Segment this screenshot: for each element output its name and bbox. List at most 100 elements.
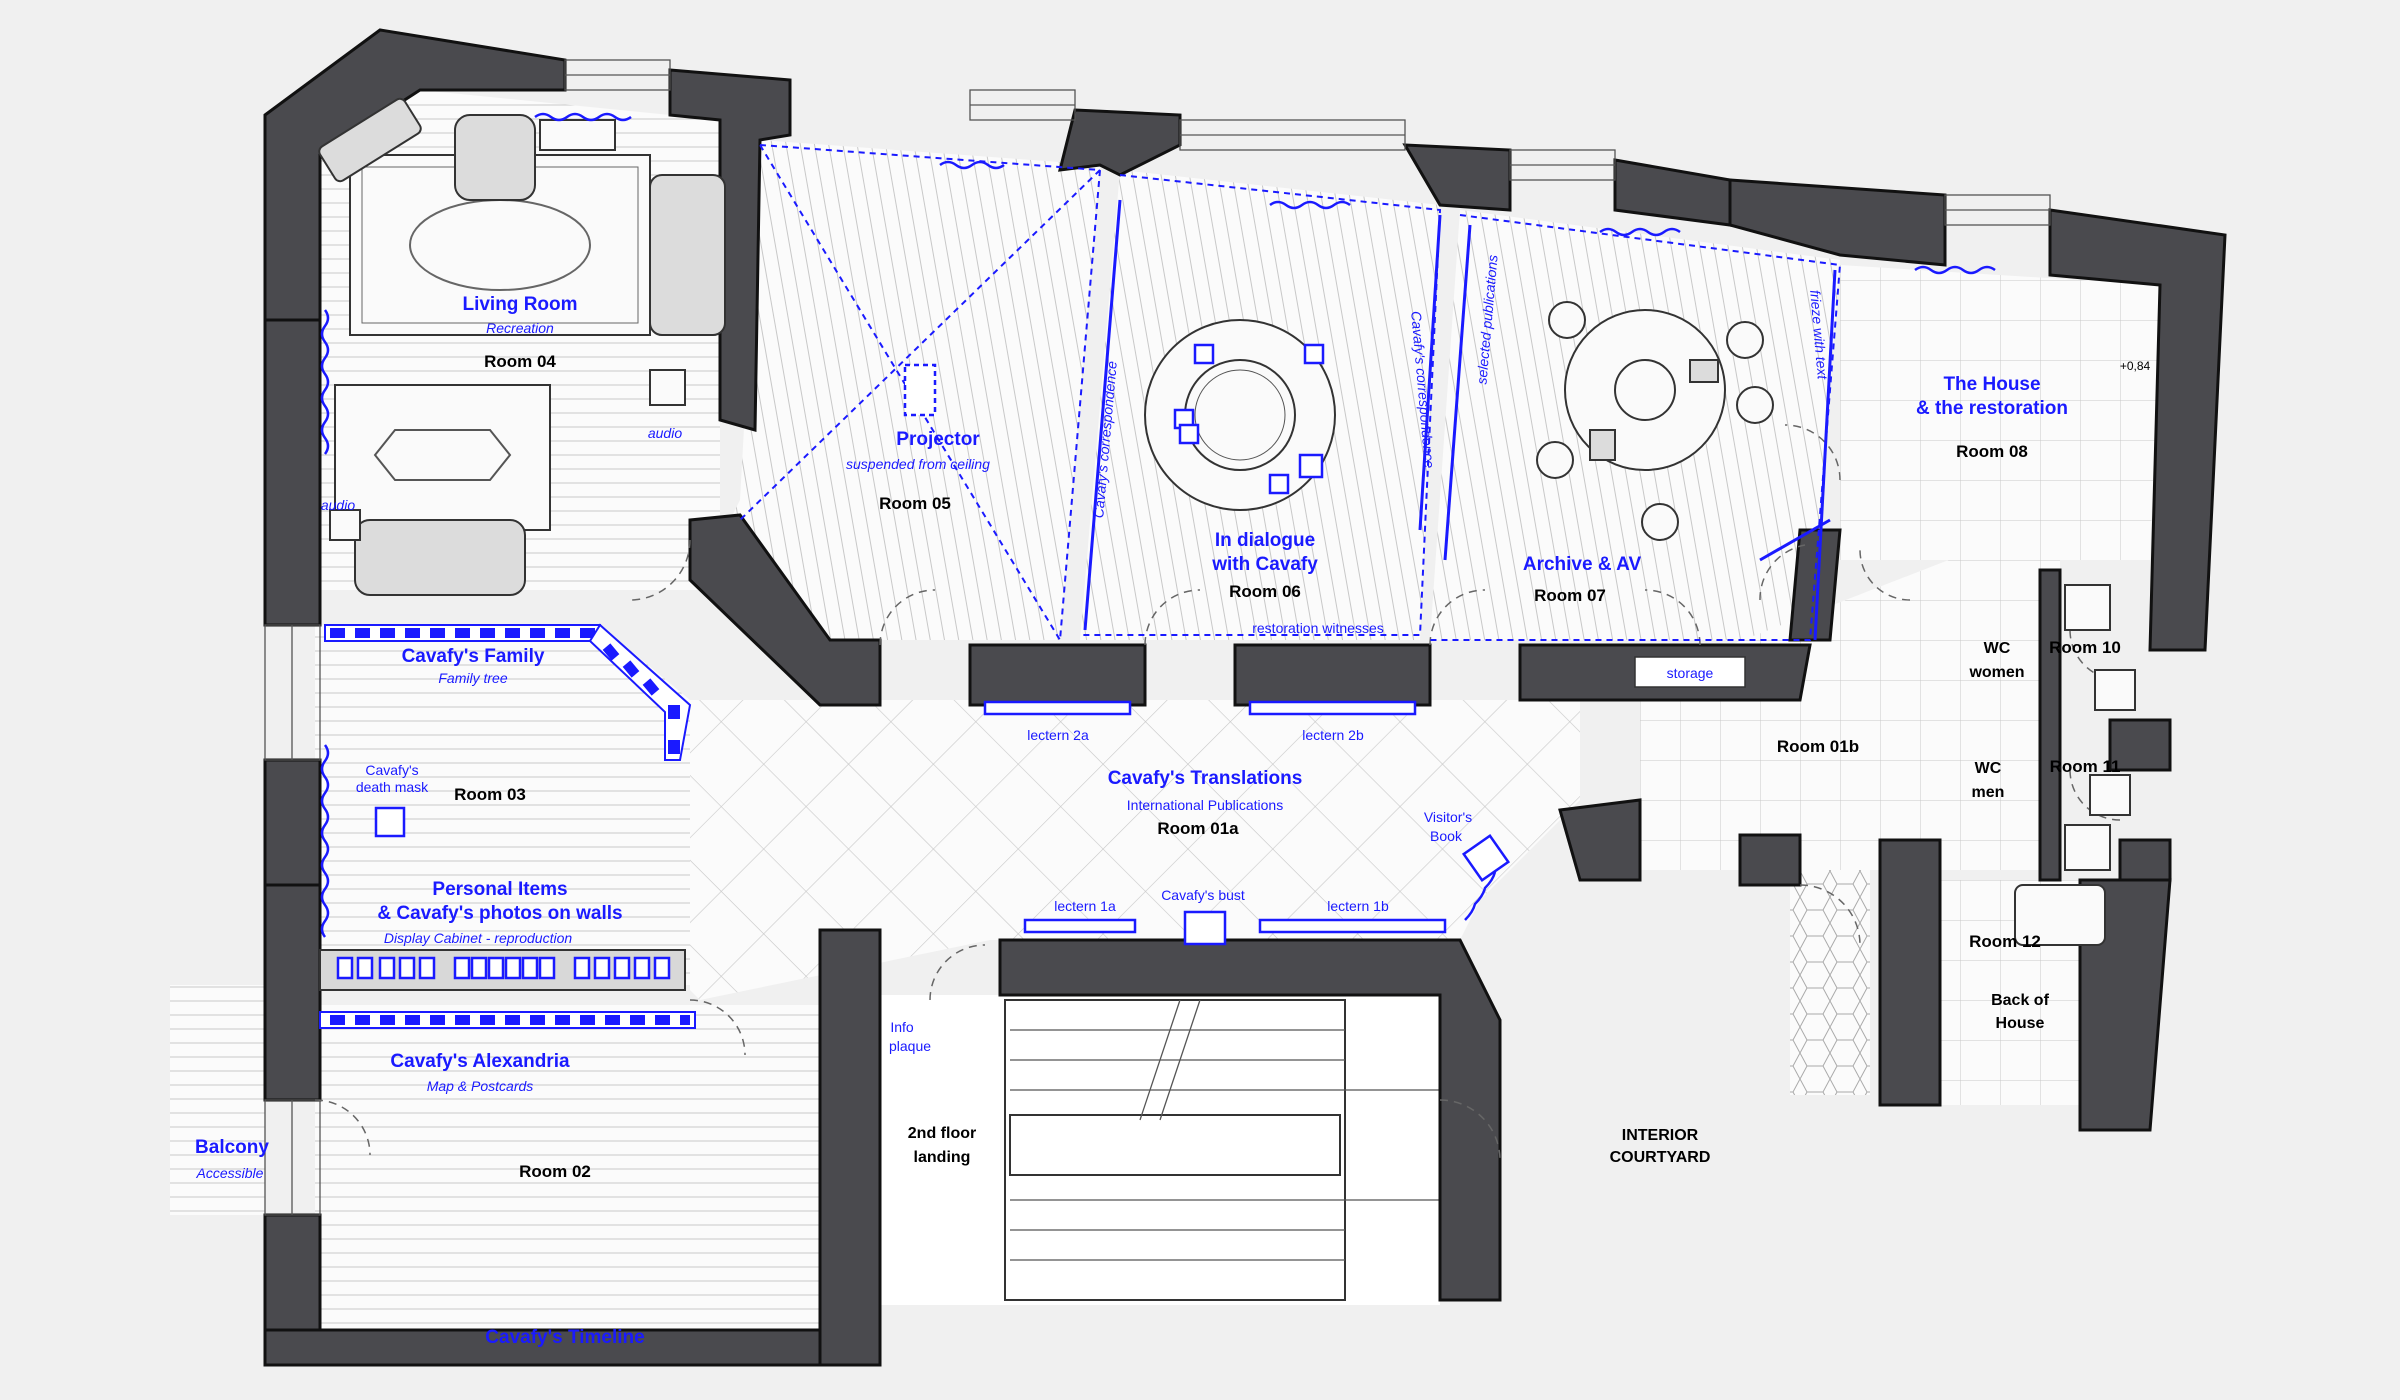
courtyard-2: COURTYARD — [1610, 1149, 1711, 1166]
balcony-title: Balcony — [195, 1137, 269, 1158]
wall-n1 — [668, 68, 792, 432]
wall-01b-s1 — [1738, 833, 1802, 887]
projector — [903, 363, 937, 417]
wall-01a-01b — [1558, 798, 1642, 882]
room-06-bottom: restoration witnesses — [1252, 620, 1384, 636]
audio-1-box — [649, 369, 686, 406]
room-01a-subtitle: International Publications — [1127, 797, 1283, 813]
bust-pedestal — [1183, 910, 1227, 946]
windows — [264, 59, 2051, 1216]
wall-display-01a — [1464, 871, 1497, 921]
wall-n4 — [1613, 158, 1732, 227]
room-04-title: Living Room — [462, 294, 577, 315]
room-05-title: Projector — [896, 429, 980, 450]
wc-men-2: men — [1972, 784, 2005, 801]
info-plaque-1: Info — [890, 1019, 914, 1035]
wall-stair-w — [818, 928, 882, 1367]
wall-pier-2 — [1233, 643, 1432, 707]
desk — [318, 97, 422, 183]
room-03-title2-1: Personal Items — [432, 879, 567, 900]
storage-label: storage — [1667, 665, 1714, 681]
correspondence-wall-05 — [1083, 199, 1122, 631]
balcony-floor — [170, 985, 265, 1215]
sofa-2 — [354, 519, 526, 596]
death-mask-1: Cavafy's — [365, 762, 418, 778]
back-of-house-1: Back of — [1991, 992, 2049, 1009]
wall-display-06 — [1269, 200, 1351, 210]
room-07-title: Archive & AV — [1523, 554, 1642, 575]
room-04-subtitle: Recreation — [486, 320, 554, 336]
level-mark: +0,84 — [2120, 359, 2151, 373]
room-01b-floor — [1640, 540, 2060, 870]
wc-women-1: WC — [1984, 640, 2011, 657]
back-of-house-2: House — [1996, 1015, 2045, 1032]
living-room-furniture — [318, 97, 726, 596]
room-06-title-2: with Cavafy — [1211, 554, 1318, 575]
room-02-floor — [315, 1005, 820, 1365]
lectern-1a-label: lectern 1a — [1054, 898, 1116, 914]
rug-2 — [334, 384, 551, 531]
room-08-label: Room 08 — [1956, 442, 2028, 461]
room-05-subtitle: suspended from ceiling — [846, 456, 990, 472]
wall-n2 — [1058, 108, 1182, 177]
wall-ne — [2048, 208, 2227, 652]
frieze-wall — [1813, 269, 1837, 641]
room-01a-label: Room 01a — [1157, 819, 1239, 838]
doors — [314, 424, 2121, 1161]
wall-stair-e — [998, 938, 1502, 1302]
room-03-title2-2: & Cavafy's photos on walls — [377, 903, 622, 924]
room-03-subtitle: Family tree — [438, 670, 507, 686]
wall-pier-1 — [968, 643, 1147, 707]
room-06-title-1: In dialogue — [1215, 530, 1315, 551]
room-07-wall-right: frieze with text — [1807, 289, 1831, 381]
exhibits — [319, 112, 1996, 1029]
visitors-book-stand — [1461, 833, 1511, 883]
room-02-bottom: Cavafy's Timeline — [485, 1327, 644, 1348]
sofa — [649, 174, 726, 336]
archive-table — [1536, 301, 1774, 541]
wall-w3 — [263, 883, 322, 1102]
landing-2: landing — [914, 1149, 971, 1166]
hex-floor — [1790, 870, 1870, 1095]
room-05-label: Room 05 — [879, 494, 951, 513]
room-07-label: Room 07 — [1534, 586, 1606, 605]
info-plaque-2: plaque — [889, 1038, 931, 1054]
round-seating — [1144, 319, 1336, 511]
audio-label-1: audio — [648, 425, 682, 441]
room-01a-title: Cavafy's Translations — [1108, 768, 1303, 789]
back-of-house-floor — [1960, 970, 2060, 1100]
room-06-outline — [1080, 174, 1442, 636]
rug-1 — [349, 154, 651, 336]
wall-display-03 — [320, 744, 330, 938]
wc-women-2: women — [1968, 664, 2024, 681]
audio-2-box — [329, 509, 361, 541]
room-08-floor — [1840, 265, 2160, 560]
balcony-subtitle: Accessible — [196, 1165, 264, 1181]
lectern-1a — [1023, 918, 1137, 934]
family-display — [324, 623, 692, 761]
wall-n5 — [1728, 178, 1947, 267]
room-02-title: Cavafy's Alexandria — [390, 1051, 570, 1072]
wall-display-04n — [534, 112, 632, 122]
death-mask-case — [374, 806, 406, 838]
storage-box — [1634, 656, 1746, 688]
wall-n3 — [1402, 143, 1512, 212]
wc-fixtures — [2014, 584, 2136, 946]
room-03-title: Cavafy's Family — [402, 646, 545, 667]
wall-w1 — [263, 318, 322, 627]
room-08-title-2: & the restoration — [1916, 398, 2068, 419]
audio-label-2: audio — [321, 497, 355, 513]
room-10-label: Room 10 — [2049, 638, 2121, 657]
lectern-1b — [1258, 918, 1447, 934]
wall-wc-stub2 — [2118, 838, 2172, 882]
room-03-label: Room 03 — [454, 785, 526, 804]
wall-display-01b — [1759, 518, 1831, 562]
armchair — [454, 114, 536, 201]
wall-display-04 — [320, 309, 330, 455]
publications-wall — [1443, 224, 1472, 561]
lectern-2a-label: lectern 2a — [1027, 727, 1089, 743]
lectern-2b — [1248, 700, 1417, 716]
lectern-2a — [983, 700, 1132, 716]
room-11-label: Room 11 — [2050, 757, 2121, 776]
